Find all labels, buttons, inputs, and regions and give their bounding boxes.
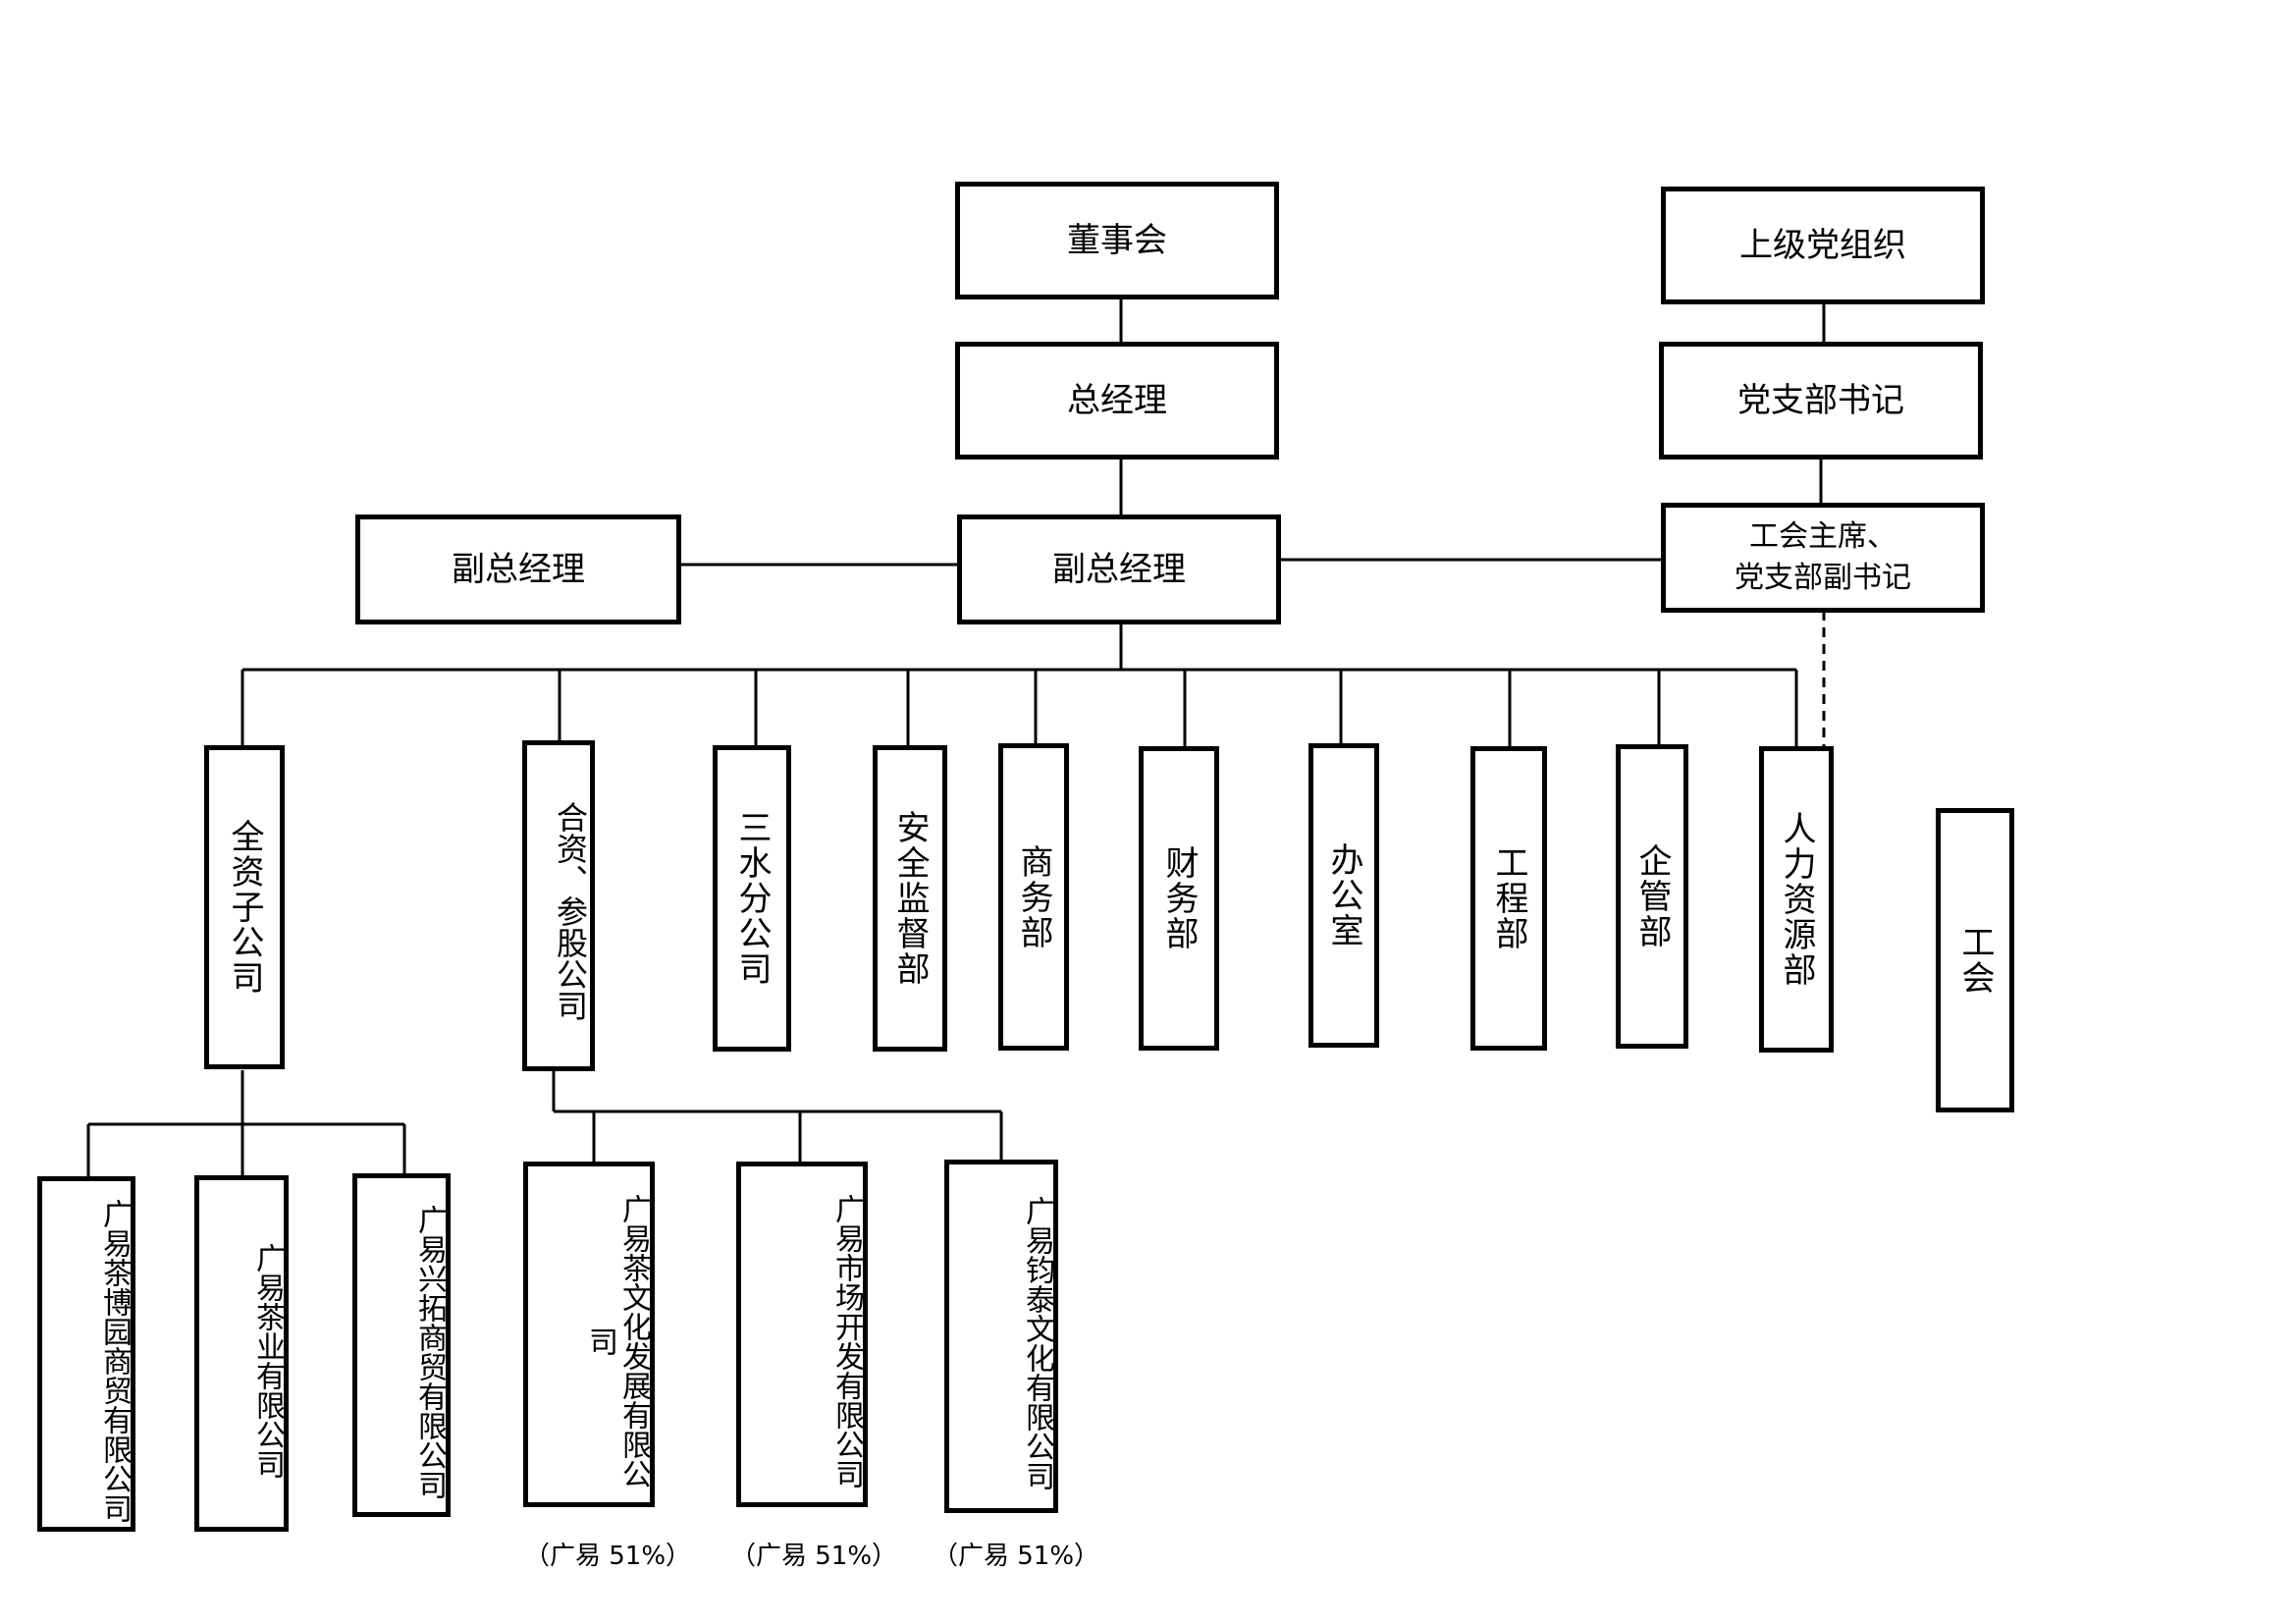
upper-party-org-label: 上级党组织 bbox=[1739, 226, 1906, 265]
jv-label: 广易市场开发有限公司 bbox=[829, 1194, 864, 1489]
dept-label: 工程部 bbox=[1489, 845, 1528, 951]
dept-office: 办公室 bbox=[1308, 743, 1379, 1048]
dept-label: 安全监督部 bbox=[890, 810, 930, 987]
dept-label: 企管部 bbox=[1632, 843, 1672, 949]
union-box: 工会 bbox=[1936, 808, 2014, 1112]
dept-label: 财务部 bbox=[1159, 845, 1199, 951]
jv-share-note: （广易 51%） bbox=[933, 1542, 1100, 1571]
dept-label: 人力资源部 bbox=[1777, 811, 1816, 988]
party-secretary-box: 党支部书记 bbox=[1659, 342, 1983, 460]
dept-joint-ventures: 合资、参股公司 bbox=[522, 740, 595, 1071]
board-box: 董事会 bbox=[955, 182, 1279, 299]
deputy-manager-main-box: 副总经理 bbox=[957, 514, 1281, 624]
dept-commerce: 商务部 bbox=[998, 743, 1069, 1051]
upper-party-org-box: 上级党组织 bbox=[1661, 187, 1985, 304]
subsidiary-label: 广易茶博园商贸有限公司 bbox=[97, 1199, 132, 1523]
dept-label: 合资、参股公司 bbox=[552, 800, 589, 1021]
subsidiary-label: 广易茶业有限公司 bbox=[250, 1242, 285, 1479]
jv-tea-culture: 广易茶文化发展有限公司 bbox=[523, 1162, 655, 1507]
general-manager-box: 总经理 bbox=[955, 342, 1279, 460]
union-label: 工会 bbox=[1955, 925, 1995, 996]
union-chair-line1: 工会主席、 bbox=[1749, 519, 1896, 554]
jv-share-note: （广易 51%） bbox=[524, 1542, 692, 1571]
subsidiary-xingtuo: 广易兴拓商贸有限公司 bbox=[352, 1173, 451, 1517]
dept-sanshui-branch: 三水分公司 bbox=[713, 745, 791, 1052]
jv-market-development: 广易市场开发有限公司 bbox=[736, 1162, 868, 1507]
dept-human-resources: 人力资源部 bbox=[1759, 746, 1834, 1053]
jv-juntai-culture: 广易钧泰文化有限公司 bbox=[944, 1160, 1058, 1513]
dept-engineering: 工程部 bbox=[1470, 746, 1547, 1051]
dept-label: 三水分公司 bbox=[732, 810, 772, 987]
subsidiary-chabo: 广易茶博园商贸有限公司 bbox=[37, 1176, 135, 1532]
board-label: 董事会 bbox=[1067, 221, 1167, 260]
dept-finance: 财务部 bbox=[1139, 746, 1219, 1051]
dept-enterprise-management: 企管部 bbox=[1616, 744, 1688, 1049]
general-manager-label: 总经理 bbox=[1067, 381, 1167, 420]
subsidiary-chaye: 广易茶业有限公司 bbox=[194, 1175, 289, 1532]
dept-label: 办公室 bbox=[1324, 842, 1363, 948]
jv-share-note: （广易 51%） bbox=[730, 1542, 898, 1571]
dept-label: 全资子公司 bbox=[225, 819, 264, 996]
union-chair-box: 工会主席、 党支部副书记 bbox=[1661, 503, 1985, 613]
deputy-manager-left-box: 副总经理 bbox=[355, 514, 681, 624]
union-chair-line2: 党支部副书记 bbox=[1735, 561, 1911, 595]
jv-label: 广易茶文化发展有限公司 bbox=[583, 1194, 651, 1489]
deputy-manager-left-label: 副总经理 bbox=[452, 550, 585, 589]
dept-safety-supervision: 安全监督部 bbox=[873, 745, 947, 1052]
jv-label: 广易钧泰文化有限公司 bbox=[1020, 1196, 1054, 1490]
dept-wholly-owned-subsidiaries: 全资子公司 bbox=[204, 745, 285, 1069]
subsidiary-label: 广易兴拓商贸有限公司 bbox=[412, 1205, 447, 1499]
deputy-manager-main-label: 副总经理 bbox=[1052, 550, 1186, 589]
party-secretary-label: 党支部书记 bbox=[1737, 381, 1904, 420]
dept-label: 商务部 bbox=[1014, 843, 1053, 950]
